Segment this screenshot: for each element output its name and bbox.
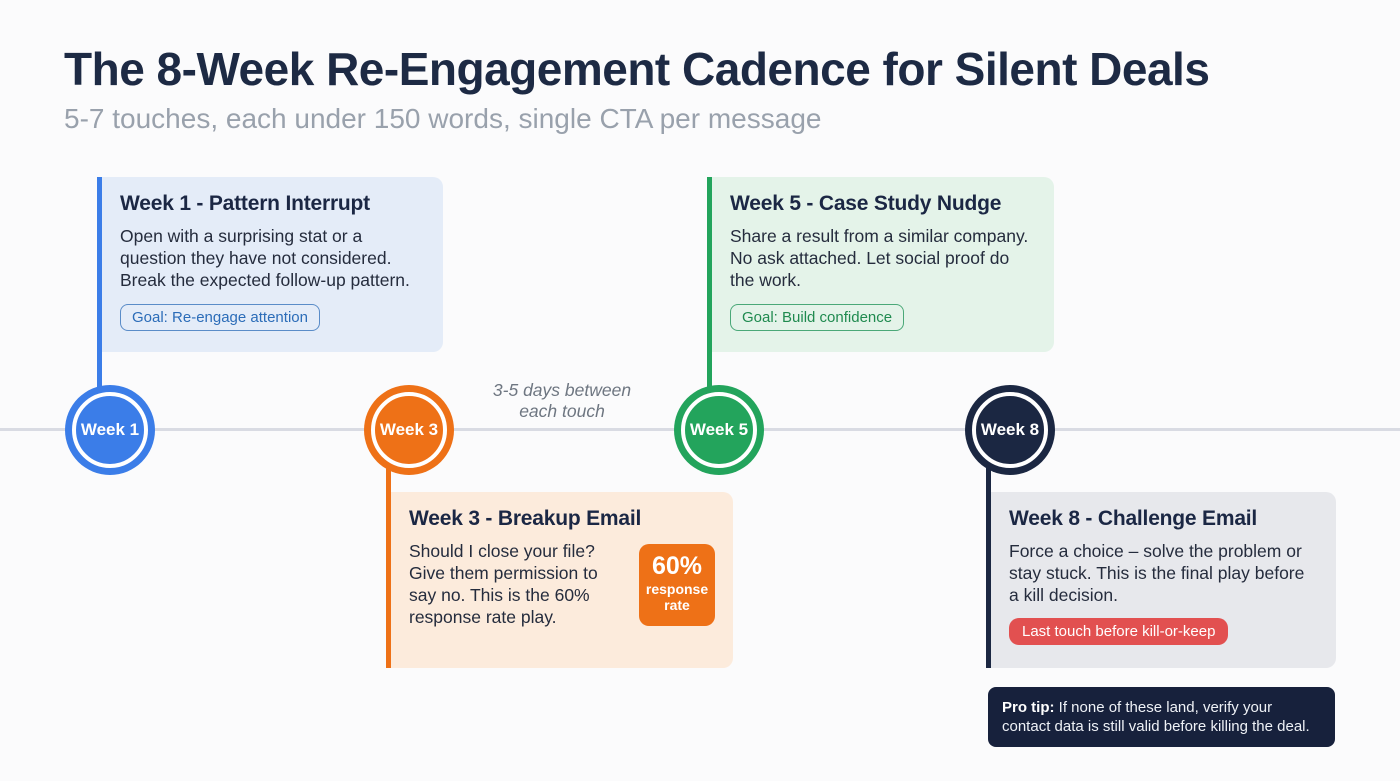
milestone-week-5-label: Week 5 (681, 392, 757, 468)
card-week-3-body: Should I close your file? Give them perm… (409, 541, 598, 627)
pro-tip-label: Pro tip: (1002, 699, 1055, 716)
card-week-1: Week 1 - Pattern Interrupt Open with a s… (102, 177, 443, 352)
card-week-1-body: Open with a surprising stat or a questio… (120, 226, 410, 290)
card-week-8-title: Week 8 - Challenge Email (1009, 507, 1258, 530)
card-week-5: Week 5 - Case Study Nudge Share a result… (712, 177, 1054, 352)
milestone-week-3: Week 3 (364, 385, 454, 475)
card-week-5-goal-badge: Goal: Build confidence (730, 304, 905, 331)
milestone-week-8-label: Week 8 (972, 392, 1048, 468)
connector-week-5 (707, 177, 712, 430)
card-week-5-body: Share a result from a similar company. N… (730, 226, 1029, 290)
card-week-3-title: Week 3 - Breakup Email (409, 507, 642, 530)
card-week-8: Week 8 - Challenge Email Force a choice … (991, 492, 1336, 668)
connector-week-1 (97, 177, 102, 430)
page-title: The 8-Week Re-Engagement Cadence for Sil… (64, 43, 1210, 95)
card-week-1-goal-badge: Goal: Re-engage attention (120, 304, 320, 331)
card-week-8-body: Force a choice – solve the problem or st… (1009, 541, 1305, 605)
milestone-week-1: Week 1 (65, 385, 155, 475)
page-subtitle: 5-7 touches, each under 150 words, singl… (64, 103, 822, 134)
card-week-1-title: Week 1 - Pattern Interrupt (120, 192, 370, 215)
stat-label: response rate (645, 581, 709, 613)
milestone-week-3-label: Week 3 (371, 392, 447, 468)
milestone-week-5: Week 5 (674, 385, 764, 475)
pro-tip-box: Pro tip: If none of these land, verify y… (988, 687, 1335, 747)
card-week-3: Week 3 - Breakup Email Should I close yo… (391, 492, 733, 668)
card-week-5-title: Week 5 - Case Study Nudge (730, 192, 1002, 215)
pro-tip-text: If none of these land, verify your conta… (1002, 699, 1310, 735)
milestone-week-1-label: Week 1 (72, 392, 148, 468)
card-week-8-warning-badge: Last touch before kill-or-keep (1009, 618, 1229, 645)
stat-value: 60% (651, 552, 703, 580)
gap-note: 3-5 days between each touch (492, 380, 632, 421)
milestone-week-8: Week 8 (965, 385, 1055, 475)
response-rate-stat: 60% response rate (639, 544, 715, 626)
connector-week-3 (386, 430, 391, 668)
connector-week-8 (986, 430, 991, 668)
